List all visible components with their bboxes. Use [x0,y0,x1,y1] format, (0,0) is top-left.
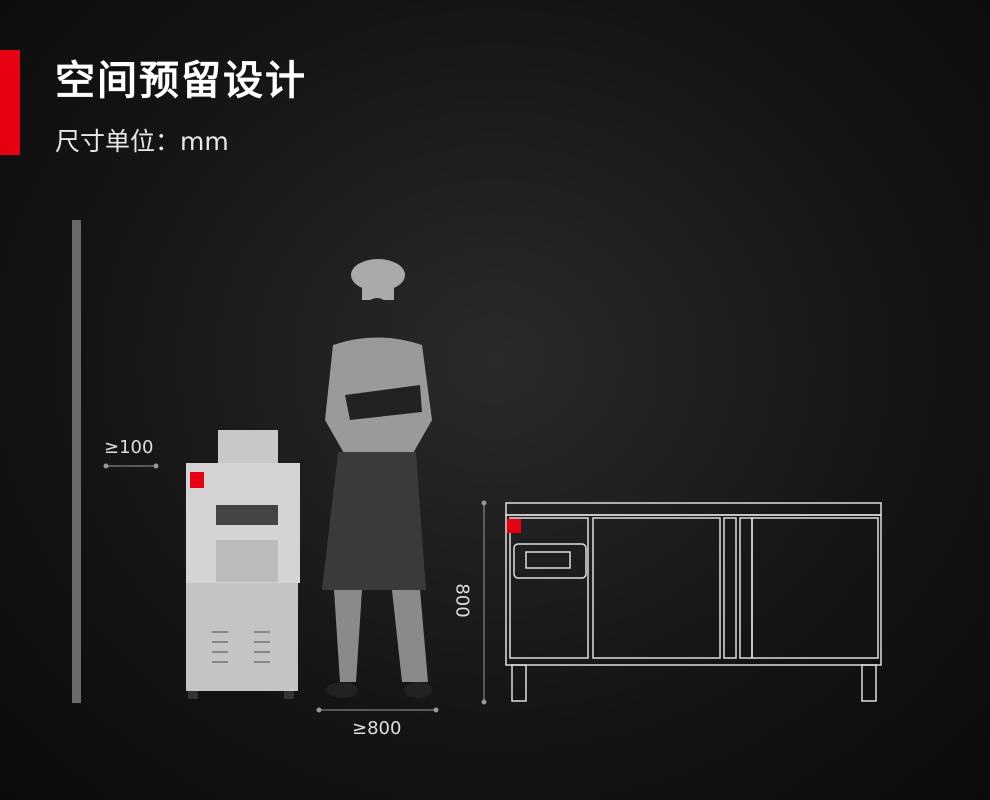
noodle-machine [186,430,300,699]
top-clearance-label: ≥100 [104,437,154,458]
refrigerated-workbench [505,502,882,702]
page-title: 空间预留设计 [55,58,307,104]
side-clearance-line [316,707,439,713]
table-height-label: 800 [451,583,473,618]
brand-logo-badge [507,519,521,533]
wall [72,220,81,703]
chef-silhouette [322,259,432,698]
height-line [481,500,487,705]
side-clearance-label: ≥800 [352,718,402,739]
accent-bar [0,50,20,155]
top-clearance-line [103,463,159,469]
unit-label: 尺寸单位：mm [55,127,229,156]
